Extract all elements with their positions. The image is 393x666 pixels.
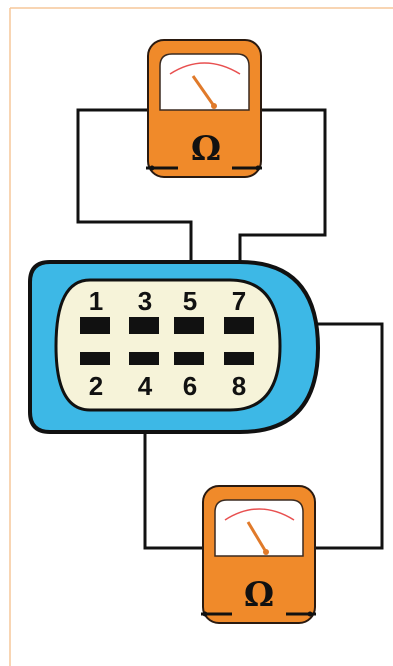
- terminal-dot-right: [307, 611, 313, 617]
- pin-8: [224, 352, 254, 365]
- pin-label-6: 6: [183, 371, 197, 401]
- pin-4: [129, 352, 159, 365]
- pin-label-8: 8: [232, 371, 246, 401]
- ohm-symbol: Ω: [191, 129, 221, 169]
- pin-1: [80, 317, 110, 334]
- ohmmeter-bottom: Ω: [201, 485, 316, 624]
- pin-label-3: 3: [138, 286, 152, 316]
- needle: [246, 521, 268, 553]
- terminal-dot-right: [255, 165, 261, 171]
- pin-label-5: 5: [183, 286, 197, 316]
- pin-label-1: 1: [89, 286, 103, 316]
- needle-pivot: [263, 549, 269, 555]
- connector-face: [54, 278, 282, 412]
- pin-6: [174, 352, 204, 365]
- pin-5: [174, 317, 204, 334]
- terminal-dot-left: [202, 611, 208, 617]
- pin-3: [129, 317, 159, 334]
- ohmmeter-top: Ω: [146, 39, 262, 178]
- pin-label-2: 2: [89, 371, 103, 401]
- terminal-dot-left: [149, 165, 155, 171]
- pin-label-7: 7: [232, 286, 246, 316]
- needle-pivot: [211, 103, 217, 109]
- meter-scale-arc: [224, 508, 295, 521]
- pin-2: [80, 352, 110, 365]
- ohm-symbol: Ω: [244, 575, 274, 615]
- pin-7: [224, 317, 254, 334]
- needle: [191, 75, 216, 107]
- pin-label-4: 4: [138, 371, 153, 401]
- connector: 1 3 5 7 2 4 6 8: [28, 260, 321, 434]
- meter-scale-arc: [169, 62, 241, 75]
